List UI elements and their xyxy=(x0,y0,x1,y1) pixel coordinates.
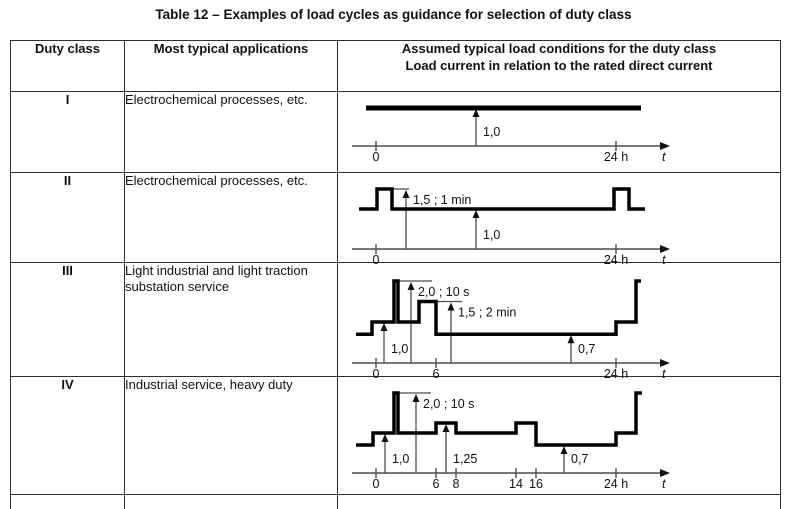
header-load-conditions: Assumed typical load conditions for the … xyxy=(337,40,781,92)
header-applications: Most typical applications xyxy=(124,40,338,92)
duty-class-table: Duty class Most typical applications Ass… xyxy=(10,40,781,509)
application-cell: Light industrial and light traction subs… xyxy=(124,262,338,377)
duty-class-cell: III xyxy=(10,262,125,377)
svg-text:24 h: 24 h xyxy=(604,150,628,164)
diagram-cell xyxy=(337,494,781,509)
svg-text:0,7: 0,7 xyxy=(578,342,595,356)
svg-text:0: 0 xyxy=(373,367,380,381)
svg-text:6: 6 xyxy=(433,477,440,491)
svg-text:0: 0 xyxy=(373,477,380,491)
svg-text:24 h: 24 h xyxy=(604,367,628,381)
table-row: III Light industrial and light traction … xyxy=(10,262,781,381)
header-row: Duty class Most typical applications Ass… xyxy=(10,40,781,92)
table-row-cutoff xyxy=(10,494,781,509)
svg-text:8: 8 xyxy=(453,477,460,491)
svg-text:t: t xyxy=(662,253,666,267)
table-row: I Electrochemical processes, etc. t 0 24 h… xyxy=(10,91,781,173)
application-cell: Electrochemical processes, etc. xyxy=(124,91,338,173)
page-title: Table 12 – Examples of load cycles as gu… xyxy=(155,7,632,22)
svg-text:1,0: 1,0 xyxy=(483,125,500,139)
svg-text:24 h: 24 h xyxy=(604,477,628,491)
svg-text:1,25: 1,25 xyxy=(453,452,477,466)
load-cycle-diagram-class-2: t 0 24 h 1,5 ; 1 min 1,0 xyxy=(352,187,670,267)
application-cell xyxy=(124,494,338,509)
svg-text:0,7: 0,7 xyxy=(571,452,588,466)
svg-text:2,0 ; 10 s: 2,0 ; 10 s xyxy=(418,285,469,299)
svg-text:1,0: 1,0 xyxy=(483,228,500,242)
header-duty-class-label: Duty class xyxy=(34,41,101,56)
svg-text:16: 16 xyxy=(529,477,543,491)
header-load-conditions-line2: Load current in relation to the rated di… xyxy=(405,57,713,73)
svg-text:6: 6 xyxy=(433,367,440,381)
svg-text:0: 0 xyxy=(373,253,380,267)
svg-text:1,5 ; 1 min: 1,5 ; 1 min xyxy=(413,193,471,207)
duty-class-cell: II xyxy=(10,172,125,263)
duty-class-cell: IV xyxy=(10,376,125,495)
table-row: II Electrochemical processes, etc. t 0 24 … xyxy=(10,172,781,267)
load-cycle-diagram-class-3: t 0 6 24 h 1,0 2,0 ; 10 s 1,5 ; 2 min 0,7 xyxy=(352,279,670,381)
svg-text:t: t xyxy=(662,477,666,491)
application-cell: Electrochemical processes, etc. xyxy=(124,172,338,263)
svg-text:1,0: 1,0 xyxy=(391,342,408,356)
duty-class-cell xyxy=(10,494,125,509)
diagram-cell: t 0 6 24 h 1,0 2,0 ; 10 s 1,5 ; 2 min 0,7 xyxy=(337,262,781,381)
diagram-cell: t 0 24 h 1,0 xyxy=(337,91,781,173)
svg-text:14: 14 xyxy=(509,477,523,491)
svg-text:24 h: 24 h xyxy=(604,253,628,267)
svg-text:t: t xyxy=(662,367,666,381)
diagram-cell: t 0 24 h 1,5 ; 1 min 1,0 xyxy=(337,172,781,267)
header-applications-label: Most typical applications xyxy=(153,41,309,56)
svg-text:0: 0 xyxy=(373,150,380,164)
application-cell: Industrial service, heavy duty xyxy=(124,376,338,495)
svg-text:t: t xyxy=(662,150,666,164)
duty-class-cell: I xyxy=(10,91,125,173)
svg-text:1,0: 1,0 xyxy=(392,452,409,466)
header-duty-class: Duty class xyxy=(10,40,125,92)
svg-text:1,5 ; 2 min: 1,5 ; 2 min xyxy=(458,306,516,320)
svg-text:2,0 ; 10 s: 2,0 ; 10 s xyxy=(423,397,474,411)
header-load-conditions-line1: Assumed typical load conditions for the … xyxy=(401,41,717,56)
load-cycle-diagram-class-1: t 0 24 h 1,0 xyxy=(352,105,670,164)
